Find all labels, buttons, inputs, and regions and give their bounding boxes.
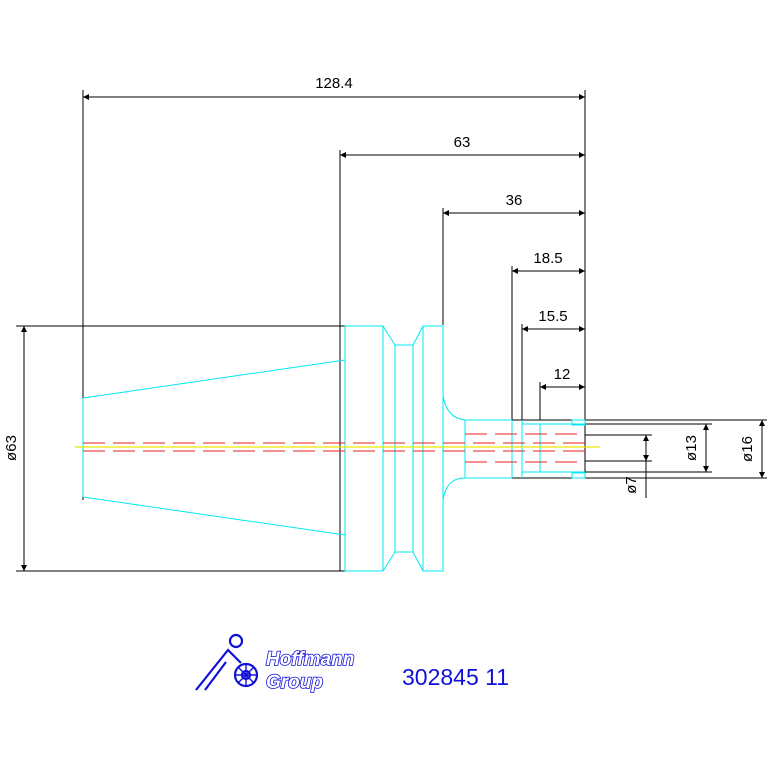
bore-lines (83, 433, 585, 463)
dim-length-63: 63 (454, 134, 471, 151)
hoffmann-group-logo-icon (195, 633, 259, 691)
dim-length-36: 36 (506, 192, 523, 209)
dim-length-15-5: 15.5 (538, 308, 567, 325)
dim-dia-13: ø13 (683, 435, 700, 461)
dim-dia-63: ø63 (3, 435, 20, 461)
dim-dia-16: ø16 (739, 436, 756, 462)
dim-length-18-5: 18.5 (533, 250, 562, 267)
article-number: 302845 11 (402, 664, 509, 690)
dim-dia-7: ø7 (623, 476, 640, 494)
tool-holder-outline (82, 325, 586, 572)
dim-length-12: 12 (554, 366, 571, 383)
dim-total-length: 128.4 (315, 75, 353, 92)
brand-name-line1: Hoffmann (266, 649, 354, 670)
dimension-lines (16, 90, 767, 572)
brand-name-line2: Group (266, 672, 323, 693)
